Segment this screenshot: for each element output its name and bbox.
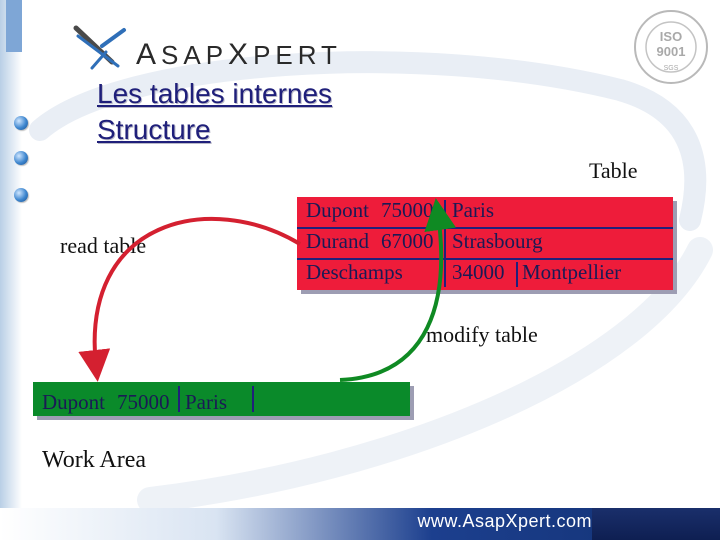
wa-city: Paris	[185, 390, 227, 414]
row-divider	[297, 227, 673, 229]
cell-name: Durand	[306, 229, 369, 253]
cell-zip: 67000	[381, 229, 434, 253]
column-divider	[252, 386, 254, 412]
brand-logo-text: ASAPXPERT	[136, 38, 342, 72]
wa-zip: 75000	[117, 390, 170, 414]
svg-text:ISO: ISO	[660, 29, 682, 44]
iso-9001-seal-icon: ISO 9001 SGS	[634, 10, 708, 84]
table-label: Table	[589, 158, 638, 183]
cell-name: Dupont	[306, 198, 369, 222]
logo-rest: SAP	[161, 40, 229, 70]
bullet-icon	[14, 116, 28, 130]
cell-zip: 34000	[452, 260, 505, 284]
cell-zip: 75000	[381, 198, 434, 222]
row-divider	[297, 258, 673, 260]
svg-text:SGS: SGS	[664, 65, 679, 72]
logo-cap2: X	[228, 38, 254, 71]
footer-url-link[interactable]: www.AsapXpert.com	[417, 511, 592, 531]
wa-name: Dupont	[42, 390, 105, 414]
svg-text:9001: 9001	[657, 44, 686, 59]
left-accent-bar-top	[6, 0, 22, 52]
column-divider	[516, 262, 518, 287]
work-area: Dupont 75000 Paris	[33, 382, 410, 416]
logo-rest2: PERT	[253, 40, 342, 70]
column-divider	[178, 386, 180, 412]
cell-name: Deschamps	[306, 260, 403, 284]
slide-subtitle: Structure	[97, 114, 211, 145]
modify-table-label: modify table	[426, 322, 538, 347]
work-area-label: Work Area	[42, 447, 147, 473]
read-table-label: read table	[60, 233, 147, 258]
bullet-icon	[14, 151, 28, 165]
logo-cap: A	[136, 38, 162, 71]
footer-corner	[592, 508, 720, 540]
left-accent-bar	[0, 0, 22, 540]
bullet-icon	[14, 188, 28, 202]
internal-table: Dupont 75000 Paris Durand 67000 Strasbou…	[297, 197, 673, 290]
asapxpert-logo-icon	[73, 25, 126, 70]
table-row: Durand 67000 Strasbourg	[297, 228, 673, 259]
column-divider	[444, 200, 446, 287]
slide-title: Les tables internes	[97, 78, 333, 109]
cell-city: Montpellier	[522, 260, 622, 284]
cell-city: Paris	[452, 198, 494, 222]
table-row: Deschamps 34000 Montpellier	[297, 259, 673, 290]
table-row: Dupont 75000 Paris	[297, 197, 673, 228]
cell-city: Strasbourg	[452, 229, 543, 253]
